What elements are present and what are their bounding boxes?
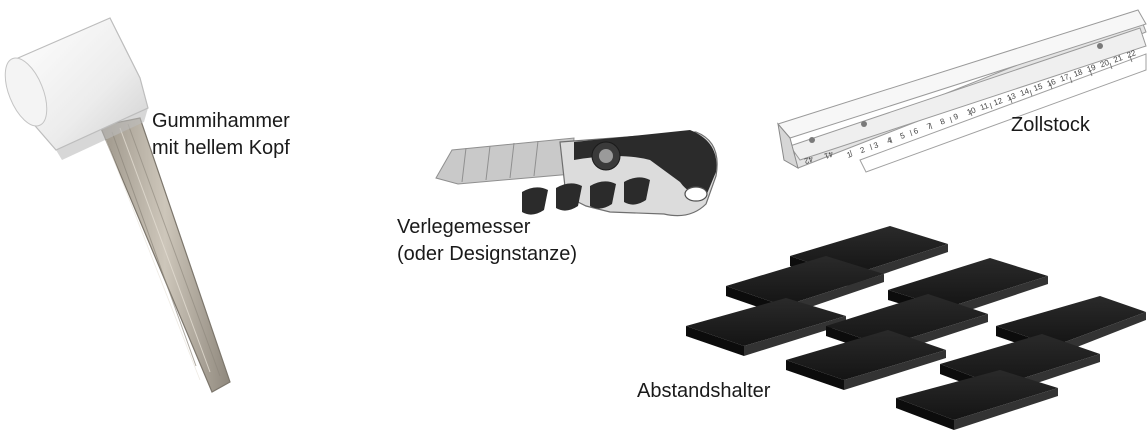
ruler-scale-number: 4: [886, 135, 894, 145]
knife-label: Verlegemesser (oder Designstanze): [397, 214, 577, 268]
ruler-label-line-1: Zollstock: [1011, 114, 1090, 136]
ruler-scale-number: 2: [859, 145, 867, 155]
knife-label-line-2: (oder Designstanze): [397, 243, 578, 265]
ruler-scale-number: 15: [1032, 81, 1044, 93]
hammer-label-line-2: mit hellem Kopf: [152, 137, 290, 159]
ruler-scale-number: 3: [872, 140, 880, 150]
ruler-scale-number: 20: [1099, 58, 1111, 70]
hammer-label-line-1: Gummihammer: [152, 110, 290, 132]
ruler-scale-number: 12: [992, 96, 1004, 108]
knife-label-line-1: Verlegemesser: [397, 216, 531, 238]
ruler-scale-number: 17: [1059, 72, 1071, 84]
ruler-scale-number: 22: [1126, 48, 1138, 60]
spacer-label: Abstandshalter: [637, 378, 770, 405]
ruler-scale-number: 9: [952, 112, 960, 122]
hammer-label: Gummihammer mit hellem Kopf: [152, 108, 290, 162]
ruler-scale-number: 18: [1072, 67, 1084, 79]
ruler-scale-number: 8: [939, 116, 947, 126]
spacer-block: [786, 330, 946, 390]
ruler-scale-number: 1: [846, 150, 854, 160]
spacer-block: [896, 370, 1058, 430]
ruler-scale-number: 19: [1086, 62, 1098, 74]
ruler-scale-number: 16: [1046, 77, 1058, 89]
ruler-scale-number: 41: [822, 149, 834, 161]
ruler-scale-number: 10: [966, 105, 978, 117]
rubber-mallet-icon: [4, 17, 231, 393]
spacer-label-line-1: Abstandshalter: [637, 380, 771, 402]
ruler-scale-number: 6: [912, 126, 920, 136]
ruler-label: Zollstock: [1011, 112, 1090, 139]
ruler-scale-number: 7: [926, 121, 934, 131]
ruler-scale-number: 21: [1112, 53, 1124, 65]
spacer-blocks-icon: [686, 226, 1146, 430]
folding-ruler-icon: [777, 9, 1147, 173]
ruler-scale-number: 11: [979, 101, 990, 112]
ruler-scale-number: 13: [1006, 91, 1018, 103]
ruler-scale-number: 5: [899, 131, 907, 141]
spacer-block: [686, 298, 846, 356]
utility-knife-icon: [435, 130, 718, 217]
ruler-scale-number: 42: [802, 154, 814, 166]
ruler-scale-number: 14: [1019, 86, 1031, 98]
